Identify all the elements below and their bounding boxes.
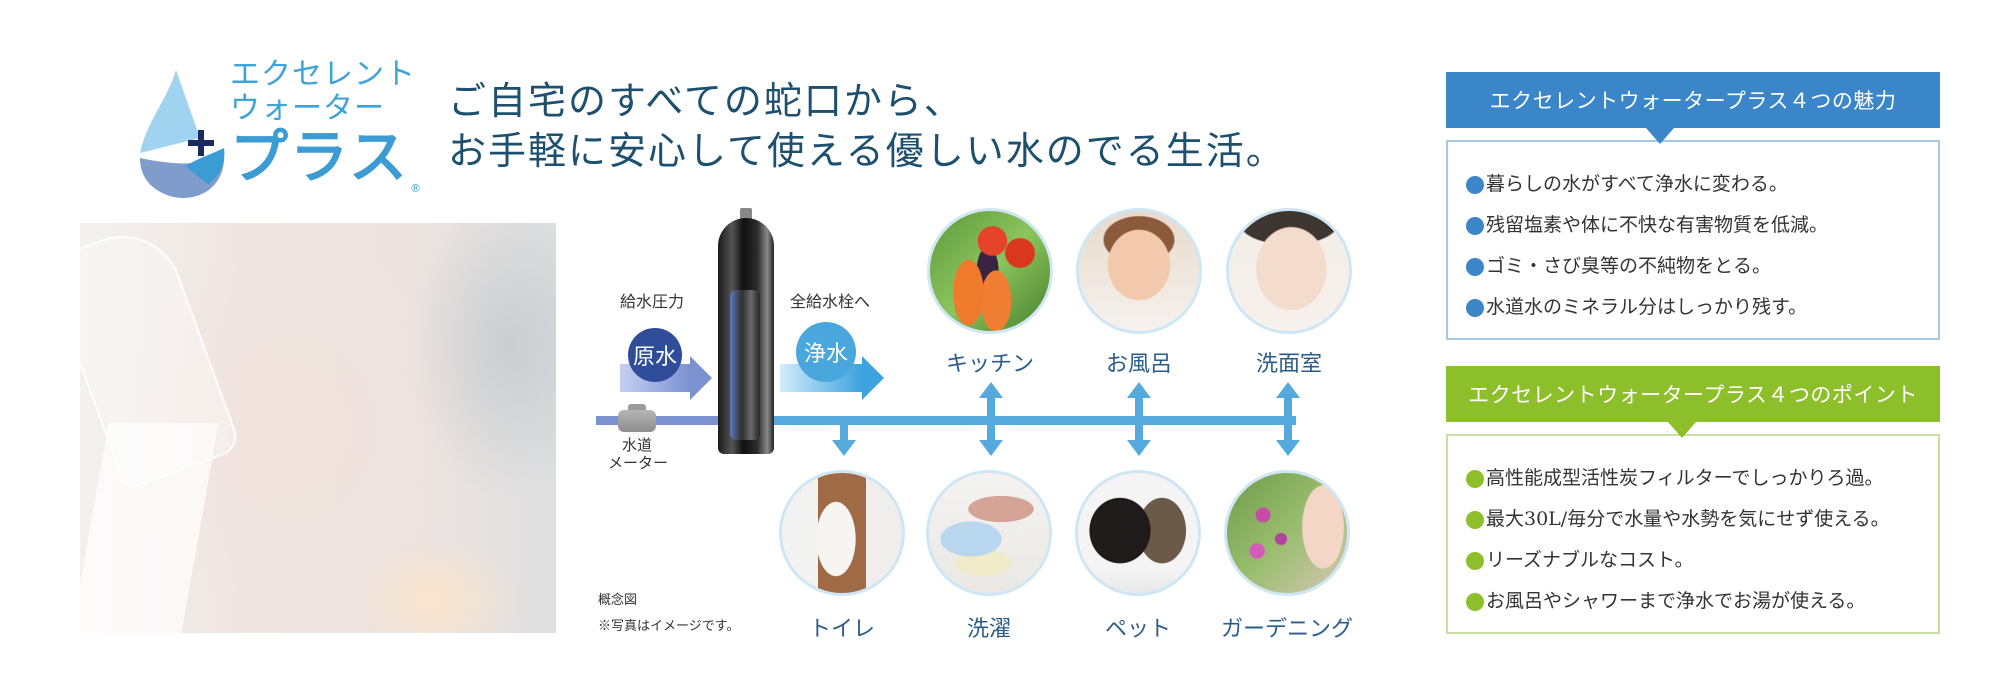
charm-item-text: 水道水のミネラル分はしっかり残す。 — [1486, 296, 1808, 318]
pointer-icon — [1668, 422, 1696, 438]
arrow-up-icon — [1127, 382, 1151, 398]
arrow-down-icon — [832, 440, 856, 456]
headline: ご自宅のすべての蛇口から、 お手軽に安心して使える優しい水のでる生活。 — [448, 76, 1286, 176]
charm-item-text: ゴミ・さび臭等の不純物をとる。 — [1486, 255, 1772, 277]
charm-item-text: 残留塩素や体に不快な有害物質を低減。 — [1486, 214, 1829, 236]
charm-item: 水道水のミネラル分はしっかり残す。 — [1466, 287, 1920, 328]
points-item: お風呂やシャワーまで浄水でお湯が使える。 — [1466, 581, 1920, 622]
shirt-shape — [71, 423, 219, 633]
distribution-pipe — [774, 416, 1296, 425]
note-caption: ※写真はイメージです。 — [598, 619, 740, 634]
kitchen-photo — [927, 208, 1053, 334]
raw-water-badge: 原水 — [628, 328, 682, 382]
room-label-washroom: 洗面室 — [1255, 352, 1322, 377]
pointer-icon — [1646, 128, 1674, 144]
points-item-text: リーズナブルなコスト。 — [1486, 549, 1694, 571]
charm-panel-title: エクセレントウォータープラス４つの魅力 — [1446, 72, 1940, 128]
charm-item: ゴミ・さび臭等の不純物をとる。 — [1466, 246, 1920, 287]
points-item: 最大30L/毎分で水量や水勢を気にせず使える。 — [1466, 499, 1920, 540]
arrow-down-icon — [1276, 440, 1300, 456]
charm-item: 暮らしの水がすべて浄水に変わる。 — [1466, 164, 1920, 205]
brand-logo: エクセレント ウォーター プラス ® — [138, 58, 428, 208]
headline-line-1: ご自宅のすべての蛇口から、 — [448, 79, 964, 123]
hero-photo-woman-drinking-water — [42, 219, 556, 633]
headline-line-2: お手軽に安心して使える優しい水のでる生活。 — [448, 129, 1286, 173]
points-item: 高性能成型活性炭フィルターでしっかりろ過。 — [1466, 458, 1920, 499]
charm-item: 残留塩素や体に不快な有害物質を低減。 — [1466, 205, 1920, 246]
charm-panel: エクセレントウォータープラス４つの魅力 暮らしの水がすべて浄水に変わる。 残留塩… — [1446, 72, 1940, 340]
bullet-icon — [1466, 551, 1484, 570]
water-meter-top — [628, 404, 646, 414]
inlet-pipe — [596, 416, 720, 425]
inlet-pressure-label: 給水圧力 — [620, 292, 685, 311]
washroom-photo — [1226, 208, 1352, 334]
arrow-down-icon — [979, 440, 1003, 456]
meter-label-1: 水道 — [622, 436, 653, 454]
room-label-bath: お風呂 — [1105, 352, 1172, 377]
logo-wordmark: エクセレント ウォーター プラス — [230, 57, 416, 191]
bullet-icon — [1466, 257, 1484, 276]
charm-panel-body: 暮らしの水がすべて浄水に変わる。 残留塩素や体に不快な有害物質を低減。 ゴミ・さ… — [1446, 140, 1940, 340]
branch-kitchen-laundry — [987, 396, 995, 442]
points-item-text: お風呂やシャワーまで浄水でお湯が使える。 — [1486, 590, 1866, 612]
water-meter-icon — [618, 410, 656, 432]
room-label-pet: ペット — [1104, 617, 1171, 642]
water-drop-plus-icon — [140, 70, 225, 198]
toilet-photo — [779, 470, 905, 596]
room-label-laundry: 洗濯 — [966, 617, 1011, 642]
bullet-icon — [1466, 510, 1484, 529]
room-label-kitchen: キッチン — [945, 352, 1034, 377]
gardening-photo — [1224, 470, 1350, 596]
logo-line-2: ウォーター — [230, 91, 385, 126]
bullet-icon — [1466, 592, 1484, 611]
points-panel: エクセレントウォータープラス４つのポイント 高性能成型活性炭フィルターでしっかり… — [1446, 366, 1940, 634]
logo-line-1: エクセレント — [230, 57, 416, 92]
laundry-photo — [926, 470, 1052, 596]
bullet-icon — [1466, 175, 1484, 194]
registered-mark: ® — [410, 182, 421, 195]
logo-line-3: プラス — [230, 123, 409, 191]
branch-toilet — [840, 420, 848, 440]
arrow-up-icon — [1276, 382, 1300, 398]
filter-cap — [740, 208, 752, 220]
meter-label-2: メーター — [608, 454, 669, 472]
filter-cartridge — [730, 290, 760, 440]
points-panel-body: 高性能成型活性炭フィルターでしっかりろ過。 最大30L/毎分で水量や水勢を気にせ… — [1446, 434, 1940, 634]
room-label-toilet: トイレ — [808, 617, 875, 642]
note-title: 概念図 — [598, 593, 638, 608]
diagram-note: 概念図 ※写真はイメージです。 — [598, 588, 739, 640]
charm-item-text: 暮らしの水がすべて浄水に変わる。 — [1486, 173, 1788, 195]
points-panel-title: エクセレントウォータープラス４つのポイント — [1446, 366, 1940, 422]
bath-photo — [1076, 208, 1202, 334]
bullet-icon — [1466, 298, 1484, 317]
points-item: リーズナブルなコスト。 — [1466, 540, 1920, 581]
pure-water-badge: 浄水 — [796, 322, 856, 382]
arrow-down-icon — [1127, 440, 1151, 456]
pet-photo — [1075, 470, 1201, 596]
points-item-text: 最大30L/毎分で水量や水勢を気にせず使える。 — [1486, 508, 1890, 530]
points-item-text: 高性能成型活性炭フィルターでしっかりろ過。 — [1486, 467, 1884, 489]
bullet-icon — [1466, 216, 1484, 235]
branch-bath-pet — [1135, 396, 1143, 442]
room-label-gardening: ガーデニング — [1220, 617, 1353, 642]
branch-wash-garden — [1284, 396, 1292, 442]
arrow-up-icon — [979, 382, 1003, 398]
bullet-icon — [1466, 469, 1484, 488]
outlet-label: 全給水栓へ — [790, 292, 871, 311]
